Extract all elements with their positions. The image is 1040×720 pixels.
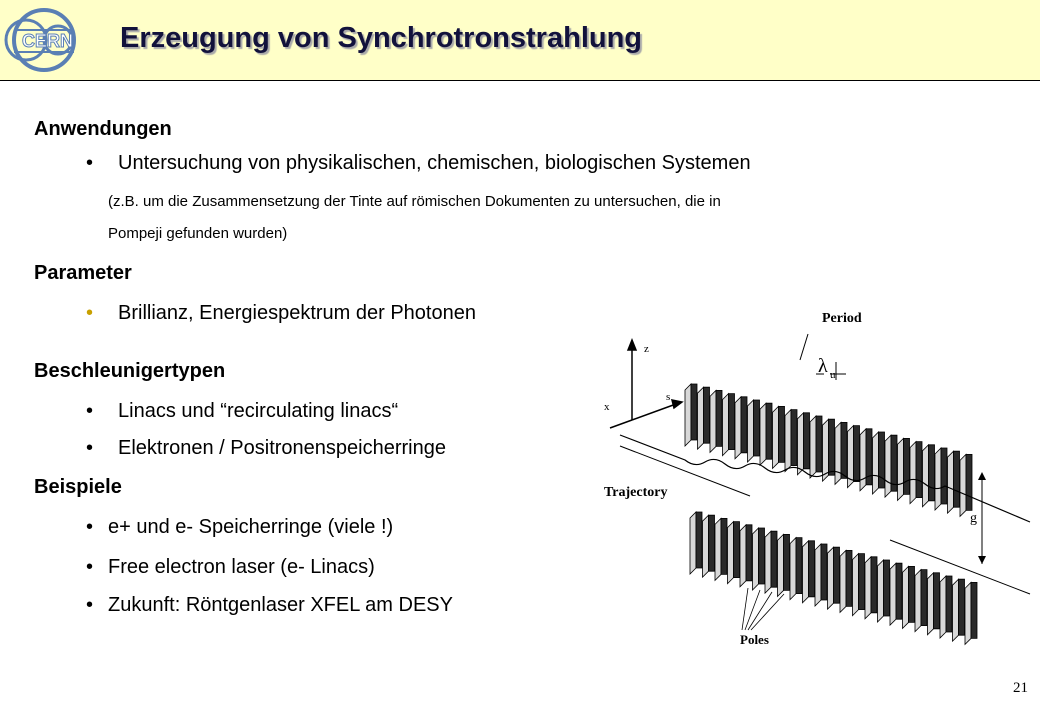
upper-magnet-array: [684, 383, 973, 517]
gap-label: g: [970, 511, 977, 526]
magnet-pole: [889, 562, 903, 626]
magnet-pole: [684, 383, 698, 447]
magnet-pole: [727, 521, 740, 584]
magnet-pole: [702, 514, 715, 578]
magnet-pole: [777, 534, 790, 597]
coordinate-axes: [609, 337, 684, 429]
magnet-pole: [714, 518, 728, 581]
magnet-pole: [927, 572, 940, 636]
magnet-pole: [839, 550, 853, 613]
list-item: Zukunft: Röntgenlaser XFEL am DESY: [108, 594, 453, 616]
bullet-dot: •: [86, 516, 94, 538]
magnet-pole: [802, 540, 815, 604]
logo-text: CERN: [22, 31, 73, 51]
magnet-pole: [827, 546, 840, 610]
magnet-pole: [877, 559, 890, 623]
magnet-pole: [909, 441, 923, 505]
magnet-pole: [852, 553, 865, 616]
magnet-pole: [884, 434, 898, 498]
magnet-pole: [797, 412, 810, 476]
period-label: Period: [822, 311, 862, 326]
undulator-diagram: z s x Period λ u g Trajectory Poles: [604, 311, 1031, 647]
magnet-pole: [902, 566, 915, 629]
trajectory-line: [619, 434, 1031, 523]
axis-s-label: s: [666, 391, 670, 403]
magnet-pole: [959, 453, 973, 517]
bullet-dot: •: [86, 556, 94, 578]
magnet-pole: [809, 415, 823, 479]
trajectory-label: Trajectory: [604, 485, 667, 500]
magnet-pole: [739, 524, 753, 588]
lambda-label: λ: [818, 355, 828, 377]
lower-magnet-array: [689, 511, 978, 645]
magnet-pole: [772, 405, 785, 469]
axis-x-label: x: [604, 401, 610, 413]
magnet-pole: [759, 402, 773, 466]
magnet-pole: [952, 578, 965, 642]
magnet-pole: [872, 431, 885, 495]
slide-title: Erzeugung von Synchrotronstrahlung: [120, 22, 643, 54]
poles-label: Poles: [740, 632, 769, 647]
magnet-pole: [784, 409, 798, 473]
magnet-pole: [939, 575, 953, 639]
magnet-pole: [834, 421, 848, 485]
magnet-pole: [859, 428, 873, 492]
list-item: Linacs und “recirculating linacs“: [118, 400, 399, 422]
list-item: Brillianz, Energiespektrum der Photonen: [118, 302, 476, 324]
section-heading-anwendungen: Anwendungen: [34, 118, 172, 140]
section-heading-beispiele: Beispiele: [34, 476, 122, 498]
note-line: (z.B. um die Zusammensetzung der Tinte a…: [108, 193, 721, 210]
cern-logo: CERN: [0, 0, 80, 80]
magnet-pole: [764, 530, 778, 594]
lambda-subscript: u: [830, 369, 836, 381]
magnet-pole: [864, 556, 878, 620]
list-item: Elektronen / Positronenspeicherringe: [118, 437, 446, 459]
magnet-pole: [914, 569, 928, 632]
magnet-pole: [814, 543, 828, 607]
axis-z-label: z: [644, 343, 649, 355]
bullet-dot: •: [86, 302, 94, 324]
magnet-pole: [752, 527, 765, 591]
bullet-dot: •: [86, 400, 94, 422]
magnet-pole: [964, 582, 978, 645]
section-heading-beschleunigertypen: Beschleunigertypen: [34, 360, 226, 382]
note-text: (z.B. um die Zusammensetzung der Tinte a…: [108, 186, 1008, 250]
section-heading-parameter: Parameter: [34, 262, 132, 284]
magnet-pole: [897, 437, 910, 501]
list-item: Free electron laser (e- Linacs): [108, 556, 375, 578]
note-line: Pompeji gefunden wurden): [108, 225, 288, 242]
magnet-pole: [947, 450, 960, 514]
list-item: e+ und e- Speicherringe (viele !): [108, 516, 394, 538]
magnet-pole: [734, 396, 748, 460]
magnet-pole: [709, 389, 723, 453]
list-item: Untersuchung von physikalischen, chemisc…: [118, 152, 751, 174]
bullet-dot: •: [86, 152, 94, 174]
magnet-pole: [722, 393, 735, 457]
magnet-pole: [697, 386, 710, 450]
magnet-pole: [747, 399, 760, 463]
slide-header: CERN Erzeugung von Synchrotronstrahlung: [0, 0, 1040, 81]
magnet-pole: [922, 444, 935, 508]
page-number: 21: [1013, 680, 1028, 696]
bullet-dot: •: [86, 594, 94, 616]
bullet-dot: •: [86, 437, 94, 459]
magnet-pole: [789, 537, 803, 600]
magnet-pole: [934, 447, 948, 511]
magnet-pole: [689, 511, 703, 575]
